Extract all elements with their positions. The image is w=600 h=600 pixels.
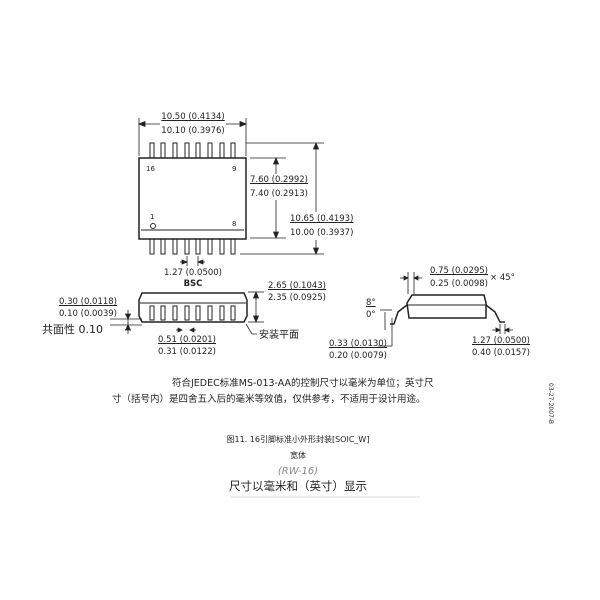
lead [149, 142, 155, 159]
standoff-min-label: 0.10 (0.0039) [59, 309, 118, 319]
lead [195, 238, 201, 255]
width-max-label: 10.50 (0.4134) [161, 112, 225, 122]
lead [172, 142, 178, 159]
top-view-outline [138, 142, 247, 255]
foot-max-label: 1.27 (0.0500) [472, 336, 531, 346]
top-view-dimensions [137, 118, 324, 266]
caption-subtitle: 宽体 [290, 451, 306, 460]
lead [172, 238, 178, 255]
lead [160, 142, 166, 159]
end-view-outline [390, 294, 505, 325]
angle-min-label: 0° [366, 310, 376, 320]
body-min-label: 7.40 (0.2913) [250, 189, 309, 199]
lead [195, 142, 201, 159]
side-lead [230, 305, 236, 321]
chamfer-max-label: 0.75 (0.0295) [430, 266, 489, 276]
note-line-2: 寸（括号内）是四舍五入后的毫米等效值，仅供参考，不适用于设计用途。 [112, 394, 426, 405]
side-code: 03-27-2007-B [547, 383, 554, 424]
units-caption: 尺寸以毫米和（英寸）显示 [229, 479, 367, 493]
height-max-label: 2.65 (0.1043) [268, 281, 327, 291]
pin-8-label: 8 [232, 220, 237, 228]
lead [149, 238, 155, 255]
standoff-max-label: 0.30 (0.0118) [59, 297, 118, 307]
lead [184, 142, 190, 159]
pitch-note: BSC [183, 279, 203, 289]
side-view-outline [138, 292, 248, 323]
lead-thickness-min-label: 0.20 (0.0079) [329, 351, 388, 361]
side-lead [184, 305, 190, 321]
lead [207, 142, 213, 159]
note-line-1: 符合JEDEC标准MS-013-AA的控制尺寸以毫米为单位；英寸尺 [172, 378, 434, 389]
chamfer-min-label: 0.25 (0.0098) [430, 279, 489, 289]
lead-width-min-label: 0.31 (0.0122) [158, 347, 217, 357]
lead [207, 238, 213, 255]
seating-plane-label: 安装平面 [259, 330, 299, 341]
side-view-dimensions [110, 290, 264, 335]
coplanarity-label: 共面性 0.10 [42, 323, 103, 336]
side-lead [207, 305, 213, 321]
pin-9-label: 9 [232, 165, 237, 173]
side-lead [172, 305, 178, 321]
lead [230, 142, 236, 159]
total-min-label: 10.00 (0.3937) [290, 228, 354, 238]
height-min-label: 2.35 (0.0925) [268, 293, 327, 303]
chamfer-angle-label: × 45° [490, 273, 515, 283]
pin-1-label: 1 [150, 213, 155, 221]
foot-min-label: 0.40 (0.0157) [472, 348, 531, 358]
body-max-label: 7.60 (0.2992) [250, 175, 309, 185]
side-lead [195, 305, 201, 321]
end-view-dimensions [378, 272, 513, 347]
lead-thickness-max-label: 0.33 (0.0130) [329, 339, 388, 349]
width-min-label: 10.10 (0.3976) [161, 126, 225, 136]
package-code: (RW-16) [277, 466, 319, 477]
lead-width-max-label: 0.51 (0.0201) [158, 335, 217, 345]
pin-16-label: 16 [146, 165, 155, 173]
figure-caption: 图11. 16引脚标准小外形封装[SOIC_W] [226, 435, 370, 444]
lead [219, 238, 225, 255]
pitch-label: 1.27 (0.0500) [163, 268, 223, 278]
side-lead [149, 305, 155, 321]
side-lead [160, 305, 166, 321]
lead [219, 142, 225, 159]
angle-max-label: 8° [366, 298, 376, 308]
total-max-label: 10.65 (0.4193) [290, 214, 354, 224]
side-lead [219, 305, 225, 321]
lead [160, 238, 166, 255]
lead [230, 238, 236, 255]
lead [184, 238, 190, 255]
